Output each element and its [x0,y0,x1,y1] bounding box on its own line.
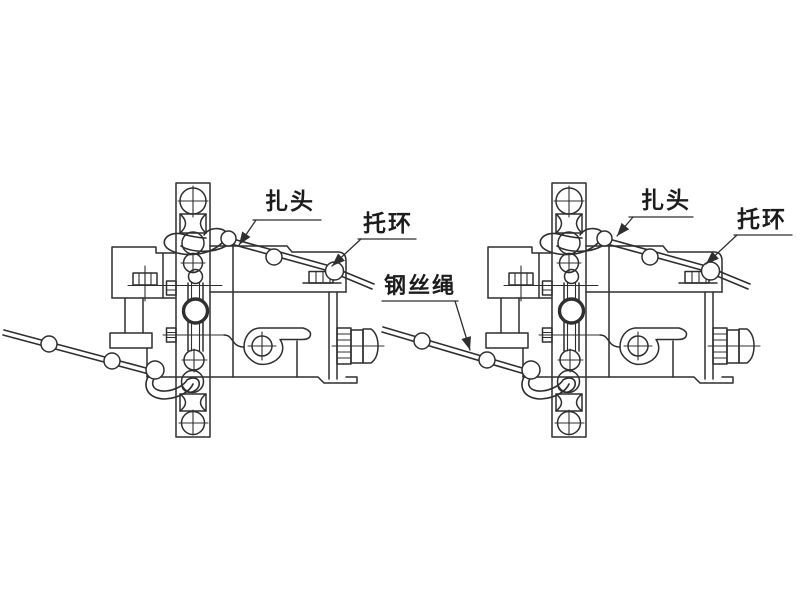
leader-arrow [331,238,362,267]
leader-arrow [454,300,471,351]
wire-rope-left-tail [2,329,165,380]
callout-right-zatou: 扎头 [616,187,694,237]
rope-bead [103,352,121,370]
tuohuan-label-left: 托环 [363,210,413,236]
rope-bead [478,351,496,369]
clamp-device-right [484,181,762,439]
leader-arrow [238,219,257,246]
clamp-device-left [108,181,386,439]
callout-right-tuohuan: 托环 [705,206,793,265]
leader-arrow [705,234,738,265]
tuohuan-label-right: 托环 [737,206,787,232]
gangsisheng-label: 钢丝绳 [384,273,456,298]
zatou-label-right: 扎头 [641,187,691,213]
callout-left-tuohuan: 托环 [331,210,417,267]
rope-bead [413,332,431,350]
zatou-label-left: 扎头 [265,188,315,214]
rope-bead [40,335,58,353]
callout-right-gangsisheng: 钢丝绳 [381,273,471,351]
callout-left-zatou: 扎头 [238,188,322,246]
rope-bead [145,360,165,380]
rope-bead [521,360,541,380]
wire-rope-right-tail [381,326,541,380]
leader-arrow [616,216,634,237]
